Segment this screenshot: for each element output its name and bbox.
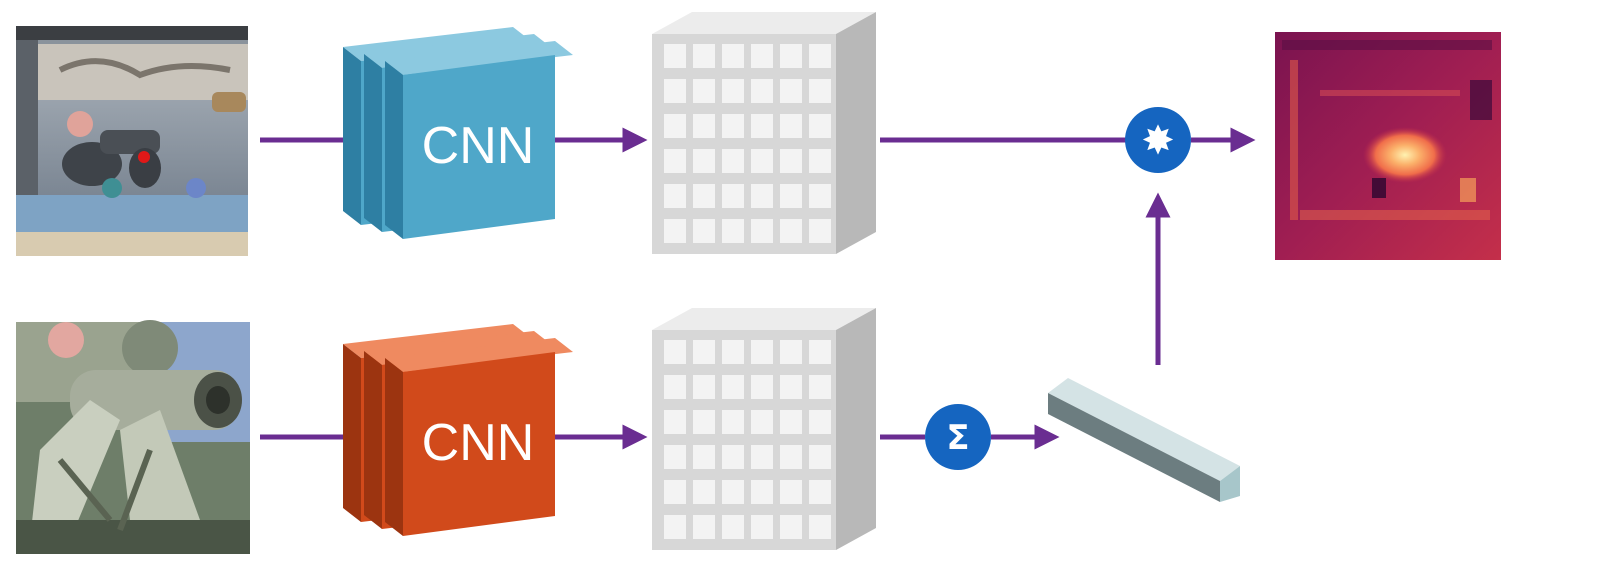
top-cnn-label: CNN (422, 117, 535, 175)
gripper-image (16, 320, 250, 554)
convolution-operator: ✸ (1125, 107, 1191, 173)
sum-symbol: Σ (946, 418, 969, 458)
pooled-vector (1048, 378, 1240, 502)
bottom-cnn-label: CNN (422, 414, 535, 472)
bottom-cnn-encoder: CNN (343, 324, 573, 536)
top-cnn-encoder: CNN (343, 27, 573, 239)
top-feature-map (652, 12, 876, 254)
sum-operator: Σ (925, 404, 991, 470)
heatmap-image (1275, 32, 1501, 260)
bottom-feature-map (652, 308, 876, 550)
scene-image (16, 26, 248, 256)
star-symbol: ✸ (1141, 118, 1175, 164)
